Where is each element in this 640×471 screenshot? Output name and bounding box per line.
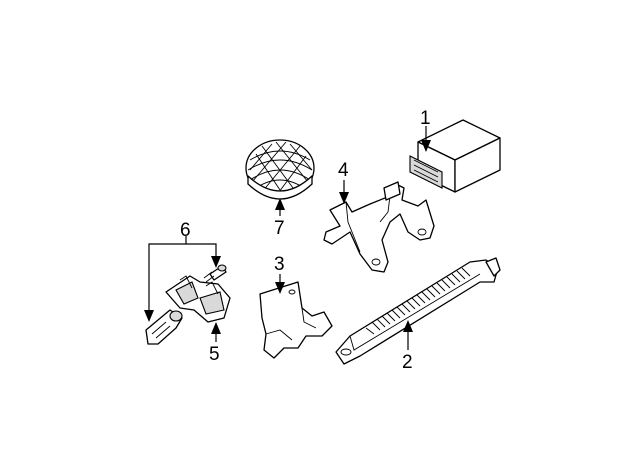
callout-6: 6	[180, 220, 191, 241]
arrowhead-4	[339, 192, 349, 204]
arrowhead-6a	[144, 310, 154, 322]
callout-2: 2	[402, 352, 413, 373]
arrowhead-1	[421, 140, 431, 152]
callout-1: 1	[420, 108, 431, 129]
arrowhead-3	[275, 282, 285, 294]
part-5-sensor-clip[interactable]	[165, 275, 231, 323]
part-6-screw[interactable]	[203, 264, 227, 283]
part-3-plate-bracket[interactable]	[259, 281, 333, 359]
part-2-ribbed-strap[interactable]	[335, 257, 501, 365]
arrowhead-7	[275, 198, 285, 210]
arrowhead-6b	[211, 256, 221, 268]
part-7-speaker-cover[interactable]	[245, 139, 315, 200]
part-1-control-module[interactable]	[409, 119, 501, 193]
part-4-bracket[interactable]	[323, 181, 435, 273]
arrowhead-5	[211, 322, 221, 334]
callout-4: 4	[338, 160, 349, 181]
callout-3: 3	[274, 254, 285, 275]
callout-5: 5	[209, 344, 220, 365]
arrowhead-2	[403, 320, 413, 332]
leader-6	[148, 243, 217, 312]
part-6-valve-stem[interactable]	[145, 309, 183, 345]
callout-7: 7	[274, 218, 285, 239]
